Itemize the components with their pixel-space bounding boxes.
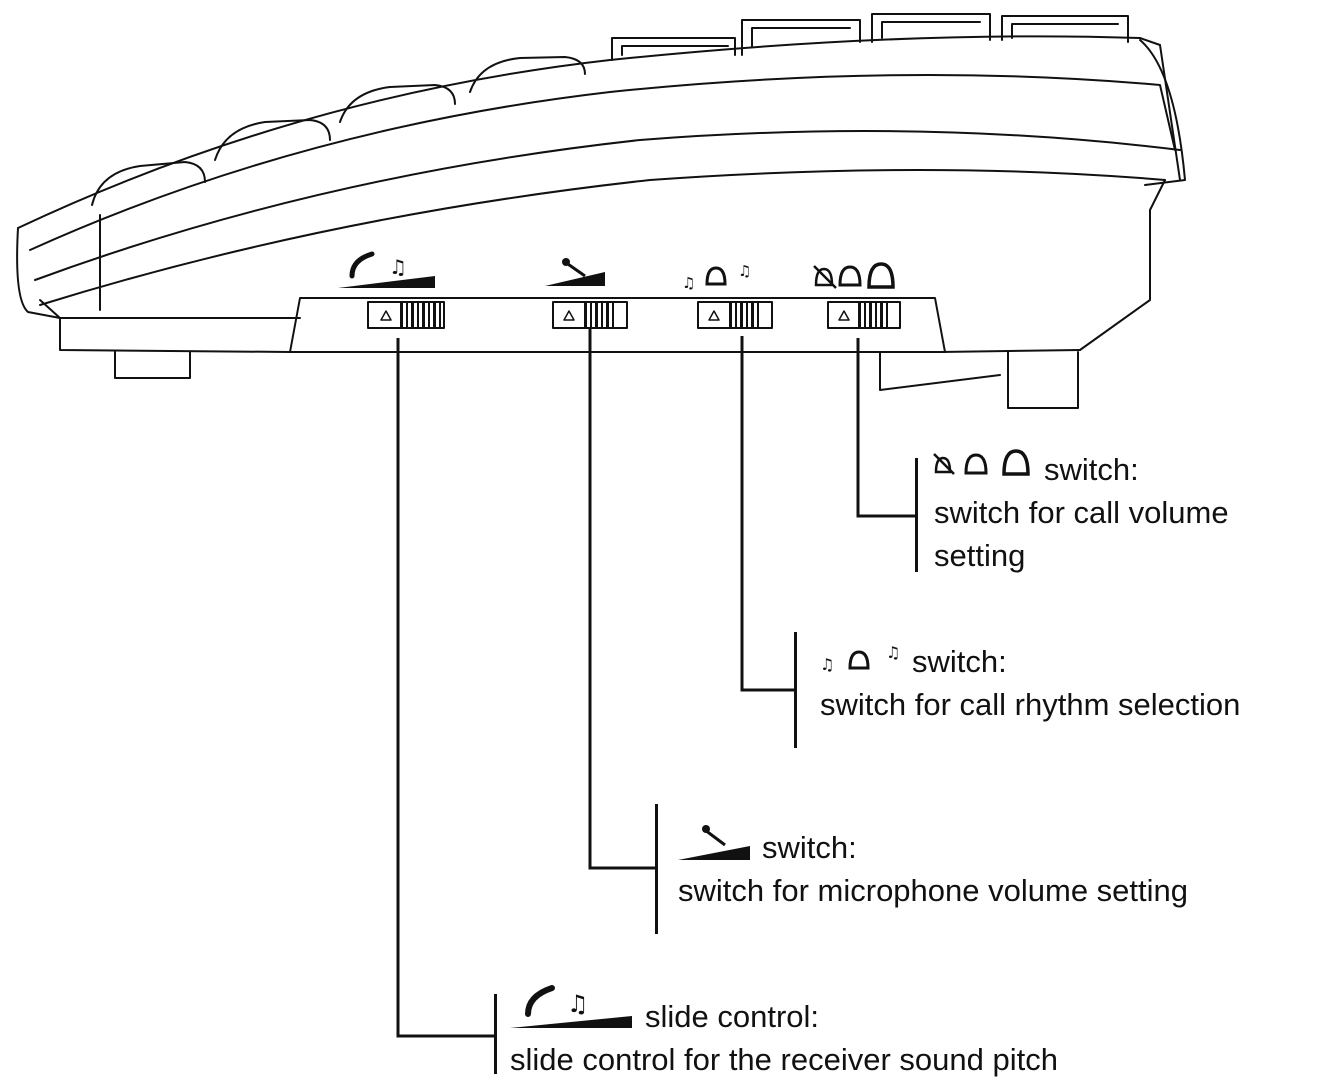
microphone-callout-bar bbox=[655, 804, 658, 934]
callout-call-volume-description-2: setting bbox=[934, 538, 1026, 573]
callout-call-volume: switch: switch for call volume setting bbox=[934, 448, 1229, 577]
callout-receiver-pitch-description: slide control for the receiver sound pit… bbox=[510, 1042, 1058, 1077]
callout-receiver-symbol: ♫ bbox=[510, 985, 632, 1028]
receiver-callout-bar bbox=[494, 994, 497, 1074]
receiver-note-ramp-icon: ♫ bbox=[338, 251, 435, 288]
svg-text:♫: ♫ bbox=[738, 262, 751, 280]
microphone-ramp-icon bbox=[545, 258, 605, 286]
callout-microphone-volume: switch: switch for microphone volume set… bbox=[678, 826, 1188, 912]
rhythm-leader-line bbox=[740, 336, 796, 692]
bell-mute-soft-loud-icons bbox=[813, 262, 895, 289]
svg-text:♫: ♫ bbox=[567, 990, 589, 1018]
rhythm-callout-bar bbox=[794, 632, 797, 748]
switch-panel bbox=[289, 297, 946, 353]
phone-body bbox=[16, 35, 1186, 353]
call-rhythm-slider-grip bbox=[729, 303, 759, 328]
call-volume-slider-grip bbox=[858, 303, 888, 328]
note-bell-note-icons: ♫ ♫ bbox=[682, 262, 751, 292]
callout-call-rhythm-title: switch: bbox=[912, 644, 1007, 679]
callout-receiver-pitch-title: slide control: bbox=[645, 999, 820, 1034]
volume-callout-bar bbox=[915, 458, 918, 572]
receiver-leader-line bbox=[396, 338, 496, 1038]
callout-volume-symbol bbox=[933, 449, 1030, 476]
callout-receiver-pitch: slide control: slide control for the rec… bbox=[510, 995, 1058, 1081]
callout-call-rhythm-description: switch for call rhythm selection bbox=[820, 687, 1241, 722]
callout-call-volume-title: switch: bbox=[1044, 452, 1139, 487]
svg-text:♫: ♫ bbox=[820, 655, 834, 674]
receiver-pitch-slider-grip bbox=[400, 303, 441, 328]
leader-lines bbox=[396, 328, 916, 1038]
svg-text:♫: ♫ bbox=[389, 255, 407, 279]
phone-feet bbox=[114, 351, 1079, 409]
phone-keys bbox=[91, 13, 1129, 206]
microphone-volume-slider-grip bbox=[584, 303, 614, 328]
callout-microphone-volume-title: switch: bbox=[762, 830, 857, 865]
callout-microphone-volume-description: switch for microphone volume setting bbox=[678, 873, 1189, 908]
slider-grips bbox=[400, 303, 888, 328]
volume-leader-line bbox=[856, 338, 916, 518]
callout-microphone-symbol bbox=[678, 825, 750, 860]
callout-call-rhythm: switch: switch for call rhythm selection bbox=[820, 640, 1240, 726]
microphone-leader-line bbox=[588, 328, 656, 870]
svg-text:♫: ♫ bbox=[682, 274, 695, 292]
callout-call-volume-description-1: switch for call volume bbox=[934, 495, 1229, 530]
callout-rhythm-symbol: ♫ ♫ bbox=[820, 643, 900, 674]
svg-text:♫: ♫ bbox=[886, 643, 900, 662]
